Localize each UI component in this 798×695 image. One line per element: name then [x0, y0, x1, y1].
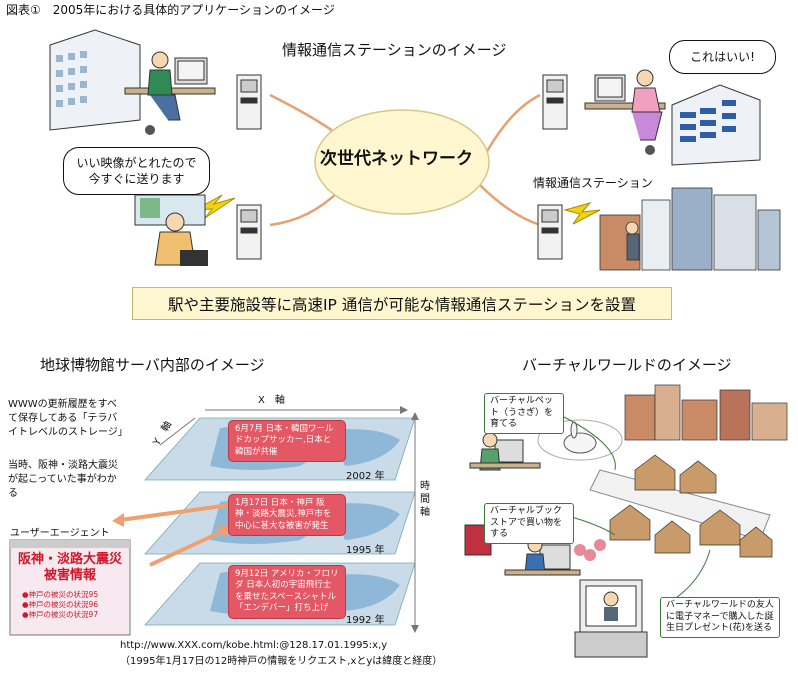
friend-monitor — [574, 579, 648, 658]
agent-line[interactable]: ●神戸の被災の状況95 — [22, 590, 99, 599]
network-ellipse — [314, 109, 490, 215]
office-building-left — [49, 29, 141, 131]
office-building-right — [671, 84, 761, 166]
arrow-from-agent — [149, 528, 226, 567]
time-axis-label: 時間軸 — [420, 481, 430, 518]
storage-note: WWWの更新履歴をすべて保存してある「テラバイトレベルのストレージ」 — [8, 399, 128, 438]
station-label: 情報通信ステーション — [533, 176, 653, 190]
request-url-note: （1995年1月17日の12時神戸の情報をリクエスト,xとyは緯度と経度） — [120, 656, 443, 667]
year-label-2002: 2002 年 — [346, 471, 385, 482]
bookstore-label: バーチャルブックストアで買い物をする — [484, 503, 574, 545]
figure-title: 図表① 2005年における具体的アプリケーションのイメージ — [6, 3, 335, 17]
lightning-icon-right — [563, 202, 601, 225]
agent-window — [9, 539, 131, 636]
virtual-world-section-title: バーチャルワールドのイメージ — [522, 356, 732, 374]
station-terminal-top-left — [236, 74, 262, 130]
event-box-1992: 9月12日 アメリカ・フロリダ 日本人初の宇宙飛行士を乗せたスペースシャトル「エ… — [228, 565, 346, 619]
network-label: 次世代ネットワーク — [320, 149, 473, 169]
speech-bubble-right-text: これはいい! — [690, 49, 755, 64]
event-box-2002: 6月7月 日本・韓国ワールドカップサッカー,日本と韓国が共催 — [228, 420, 346, 463]
station-banner-text: 駅や主要施設等に高速IP 通信が可能な情報通信ステーションを設置 — [167, 295, 637, 314]
agent-title: ユーザーエージェント — [10, 528, 110, 539]
station-section-title: 情報通信ステーションのイメージ — [282, 41, 507, 59]
speech-bubble-left: いい映像がとれたので今すぐに送ります — [63, 147, 210, 195]
speech-bubble-left-text: いい映像がとれたので今すぐに送ります — [76, 155, 197, 186]
agent-headline: 阪神・淡路大震災被害情報 — [18, 552, 123, 584]
museum-section-title: 地球博物館サーバ内部のイメージ — [40, 356, 265, 374]
woman-at-desk-right — [584, 69, 666, 155]
virtual-city — [624, 384, 788, 441]
y-axis-line — [159, 417, 196, 446]
agent-line[interactable]: ●神戸の被災の状況97 — [22, 610, 99, 620]
gift-label: バーチャルワールドの友人に電子マネーで購入した誕生日プレゼント(花)を送る — [660, 597, 780, 639]
station-illustration — [49, 29, 781, 271]
request-url: http://www.XXX.com/kobe.html:@128.17.01.… — [120, 640, 388, 651]
x-axis-label: X 軸 — [258, 395, 285, 406]
station-terminal-bottom-left — [236, 204, 262, 260]
rabbit-icon — [563, 432, 597, 454]
virtual-houses — [609, 454, 773, 558]
train-passenger — [134, 194, 208, 266]
person-at-desk-left — [124, 51, 216, 135]
lightning-icon-left — [194, 194, 236, 219]
person-with-pet — [469, 432, 541, 471]
station-terminal-bottom-right — [537, 204, 563, 260]
station-banner: 駅や主要施設等に高速IP 通信が可能な情報通信ステーションを設置 — [132, 287, 672, 320]
station-terminal-top-right — [542, 74, 568, 130]
year-label-1995: 1995 年 — [346, 545, 385, 556]
agent-line[interactable]: ●神戸の被災の状況96 — [22, 600, 99, 610]
pet-label: バーチャルペット（うさぎ）を育てる — [484, 393, 564, 435]
city-skyline — [599, 187, 781, 271]
year-label-1992: 1992 年 — [346, 615, 385, 626]
event-box-1995: 1月17日 日本・神戸 阪神・淡路大震災,神戸市を中心に甚大な被害が発生 — [228, 494, 346, 537]
speech-bubble-right: これはいい! — [669, 40, 776, 74]
history-note: 当時、阪神・淡路大震災が起こっていた事がわかる — [8, 460, 118, 499]
arrow-to-agent — [119, 503, 231, 522]
